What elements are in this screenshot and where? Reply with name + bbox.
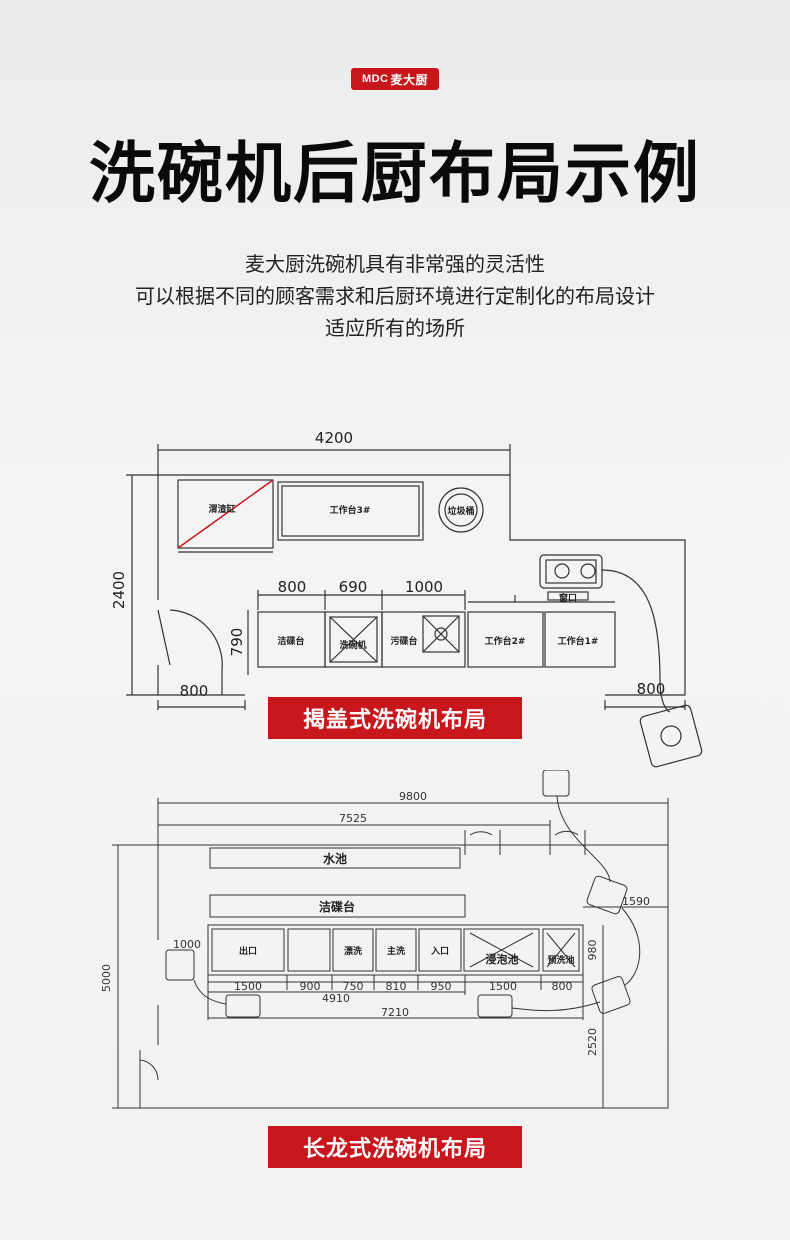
conveyor-layout-caption: 长龙式洗碗机布局 xyxy=(268,1126,522,1168)
hood-layout-caption: 揭盖式洗碗机布局 xyxy=(268,697,522,739)
label-bench3: 工作台3# xyxy=(330,504,371,516)
seg-950: 950 xyxy=(431,980,452,993)
conveyor-layout-plan: 9800 7525 5000 1590 980 2520 1000 1500 9… xyxy=(100,770,669,1109)
label-prewash: 预洗池 xyxy=(547,954,574,966)
dim-7525: 7525 xyxy=(339,812,367,825)
seg-800: 800 xyxy=(552,980,573,993)
dim-right-800: 800 xyxy=(637,680,666,698)
dim-2400: 2400 xyxy=(110,571,128,609)
label-bench1: 工作台1# xyxy=(558,635,599,647)
seg-900: 900 xyxy=(300,980,321,993)
seg-810: 810 xyxy=(386,980,407,993)
label-rinse: 漂洗 xyxy=(344,945,362,957)
label-clean-table: 洁碟台 xyxy=(277,635,304,647)
dim-1590: 1590 xyxy=(622,895,650,908)
dim-1000: 1000 xyxy=(405,578,443,596)
seg-1500a: 1500 xyxy=(234,980,262,993)
description-line-1: 麦大厨洗碗机具有非常强的灵活性 xyxy=(245,252,545,276)
hood-layout-plan: 4200 2400 800 800 690 1000 790 800 渭渣缸 工… xyxy=(110,429,703,768)
dim-690: 690 xyxy=(339,578,368,596)
dim-2520: 2520 xyxy=(586,1028,599,1056)
page-title: 洗碗机后厨布局示例 xyxy=(89,135,701,212)
label-shelf: 渭渣缸 xyxy=(208,503,235,515)
dim-790: 790 xyxy=(228,628,246,657)
dim-9800: 9800 xyxy=(399,790,427,803)
dim-door: 800 xyxy=(180,682,209,700)
seg-750: 750 xyxy=(343,980,364,993)
label-inlet: 入口 xyxy=(430,946,449,957)
brand-logo: MDC 麦大厨 xyxy=(351,68,439,90)
description-line-3: 适应所有的场所 xyxy=(325,316,465,340)
label-dirty-table: 污碟台 xyxy=(390,635,417,647)
label-trash: 垃圾桶 xyxy=(447,505,474,517)
dim-1000: 1000 xyxy=(173,938,201,951)
logo-mark: MDC xyxy=(361,73,389,85)
dim-800: 800 xyxy=(278,578,307,596)
dim-4910: 4910 xyxy=(322,992,350,1005)
label-clean-bench: 洁碟台 xyxy=(319,899,355,914)
label-sink: 水池 xyxy=(323,851,347,866)
label-soak: 浸泡池 xyxy=(486,952,519,966)
dim-7210: 7210 xyxy=(381,1006,409,1019)
logo-name: 麦大厨 xyxy=(390,72,429,87)
label-bench2: 工作台2# xyxy=(485,635,526,647)
dim-5000: 5000 xyxy=(100,964,113,992)
description-line-2: 可以根据不同的顾客需求和后厨环境进行定制化的布局设计 xyxy=(135,284,655,308)
label-main-wash: 主洗 xyxy=(387,945,405,957)
description: 麦大厨洗碗机具有非常强的灵活性 可以根据不同的顾客需求和后厨环境进行定制化的布局… xyxy=(0,248,790,344)
label-window: 窗口 xyxy=(559,592,577,604)
dim-980: 980 xyxy=(586,940,599,961)
seg-1500b: 1500 xyxy=(489,980,517,993)
dim-4200: 4200 xyxy=(315,429,353,447)
label-outlet: 出口 xyxy=(239,945,257,957)
label-dishwasher: 洗碗机 xyxy=(339,639,366,651)
